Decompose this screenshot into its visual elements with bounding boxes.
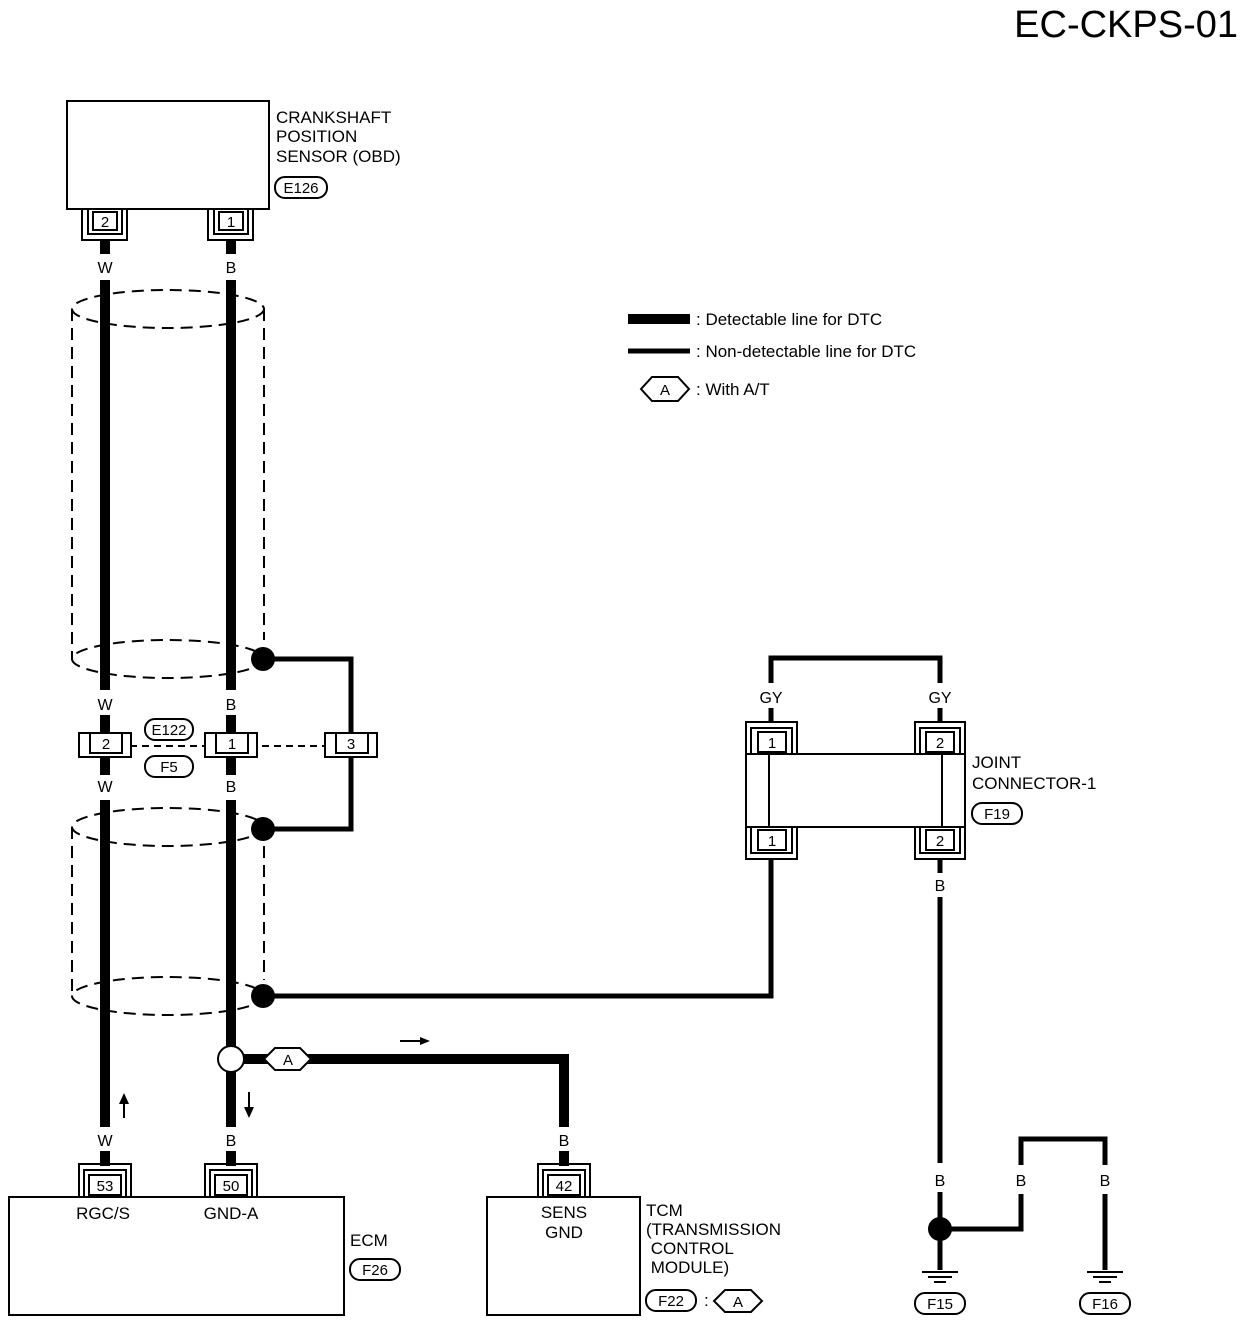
ground-id-f15: F15 xyxy=(914,1292,966,1315)
wire-color-gy-1: GY xyxy=(759,690,782,707)
wire-color-b-ground-3: B xyxy=(1100,1173,1111,1190)
sensor-pin-2: 2 xyxy=(81,209,128,241)
svg-text:F26: F26 xyxy=(362,1262,388,1279)
joint-label-line-1: JOINT xyxy=(972,753,1021,772)
svg-text:1: 1 xyxy=(227,214,235,231)
ground-link-wire xyxy=(1018,1136,1108,1165)
legend-with-at-label: : With A/T xyxy=(696,380,770,399)
ground-id-f16: F16 xyxy=(1079,1292,1131,1315)
wire-color-b-inline-bottom: B xyxy=(226,779,237,796)
wire-color-b-ground-1: B xyxy=(935,1173,946,1190)
legend-with-at-symbol: A xyxy=(639,376,691,402)
joint-connector-id: F19 xyxy=(971,802,1023,825)
ecm-pin-label-rgcs: RGC/S xyxy=(76,1204,130,1223)
tcm-pin-42: 42 xyxy=(537,1163,591,1197)
joint-pin-bottom-1: 1 xyxy=(768,833,776,850)
wire-color-b-joint: B xyxy=(935,878,946,895)
ecm-connector-id: F26 xyxy=(349,1258,401,1281)
svg-text:F16: F16 xyxy=(1092,1296,1118,1313)
wire-color-b-ground-2: B xyxy=(1016,1173,1027,1190)
tcm-label-line-2: (TRANSMISSION xyxy=(646,1220,781,1239)
ecm-box xyxy=(8,1196,345,1316)
shield-drain-wire-upper xyxy=(263,656,354,735)
ground-symbol-f15 xyxy=(922,1271,958,1283)
tcm-connector-id: F22 xyxy=(645,1289,697,1312)
svg-text:F19: F19 xyxy=(984,806,1010,823)
sensor-label-line-1: CRANKSHAFT xyxy=(276,108,391,127)
inline-pin-2: 2 xyxy=(102,736,110,753)
legend-non-detectable-label: : Non-detectable line for DTC xyxy=(696,342,916,361)
tcm-pin-label-1: SENS xyxy=(541,1203,587,1222)
tcm-box xyxy=(486,1196,641,1316)
tcm-connector-sep: : xyxy=(704,1291,709,1310)
joint-label-line-2: CONNECTOR-1 xyxy=(972,774,1096,793)
ecm-pin-label-gnda: GND-A xyxy=(204,1204,259,1223)
sensor-pin-1: 1 xyxy=(207,209,254,241)
svg-text:50: 50 xyxy=(223,1178,240,1195)
ecm-pin-53: 53 xyxy=(78,1163,132,1197)
svg-text:F5: F5 xyxy=(160,759,178,776)
crankshaft-position-sensor: CRANKSHAFT POSITION SENSOR (OBD) E126 xyxy=(66,100,401,210)
joint-connector: 1 2 1 2 xyxy=(745,721,966,860)
svg-text:A: A xyxy=(283,1052,293,1069)
arrow-right-icon xyxy=(400,1037,430,1045)
joint-pin-top-1: 1 xyxy=(768,735,776,752)
option-a-tag: A xyxy=(262,1047,313,1071)
tcm-option-a-tag: A xyxy=(712,1289,764,1313)
option-splice xyxy=(217,1045,245,1073)
inline-pin-3: 3 xyxy=(347,736,355,753)
legend-detectable-label: : Detectable line for DTC xyxy=(696,310,882,329)
sensor-label-line-3: SENSOR (OBD) xyxy=(276,147,401,166)
tcm-label-line-1: TCM xyxy=(646,1201,683,1220)
legend: : Detectable line for DTC : Non-detectab… xyxy=(628,310,916,402)
ecm-label: ECM xyxy=(350,1231,388,1250)
wire-color-b-ecm: B xyxy=(226,1133,237,1150)
shield-ground-wire xyxy=(263,859,774,999)
sensor-connector-id: E126 xyxy=(274,176,328,199)
joint-pin-bottom-2: 2 xyxy=(936,833,944,850)
ground-symbol-f16 xyxy=(1087,1271,1123,1283)
wire-color-b-top: B xyxy=(226,260,237,277)
svg-text:F15: F15 xyxy=(927,1296,953,1313)
inline-pin-1: 1 xyxy=(228,736,236,753)
arrow-down-icon xyxy=(244,1092,254,1118)
wire-color-gy-2: GY xyxy=(928,690,951,707)
svg-text:53: 53 xyxy=(97,1178,114,1195)
diagram-title: EC-CKPS-01 xyxy=(1014,4,1238,46)
wire-color-w-inline-bottom: W xyxy=(97,779,113,796)
svg-text:2: 2 xyxy=(101,214,109,231)
svg-text:A: A xyxy=(660,382,670,399)
connector-id-f5: F5 xyxy=(144,755,194,778)
wire-color-w-top: W xyxy=(97,260,113,277)
tcm-label-line-4: MODULE) xyxy=(646,1258,729,1277)
svg-text:E122: E122 xyxy=(151,722,186,739)
svg-text:42: 42 xyxy=(556,1178,573,1195)
svg-text:A: A xyxy=(733,1294,743,1311)
tcm-label-line-3: CONTROL xyxy=(646,1239,734,1258)
sensor-label-line-2: POSITION xyxy=(276,127,357,146)
joint-pin-top-2: 2 xyxy=(936,735,944,752)
tcm-pin-label-2: GND xyxy=(545,1223,583,1242)
wire-color-w-ecm: W xyxy=(97,1133,113,1150)
wire-color-w-inline-top: W xyxy=(97,697,113,714)
shield-ground-dot-2 xyxy=(251,817,275,841)
connector-id-e122: E122 xyxy=(144,718,194,741)
arrow-up-icon xyxy=(119,1093,129,1118)
ground-branch-wire xyxy=(940,1194,1024,1232)
joint-gy-loop xyxy=(768,655,943,683)
svg-text:F22: F22 xyxy=(658,1293,684,1310)
svg-text:E126: E126 xyxy=(283,180,318,197)
ecm-pin-50: 50 xyxy=(204,1163,258,1197)
wire-color-b-tcm: B xyxy=(559,1133,570,1150)
wire-color-b-inline-top: B xyxy=(226,697,237,714)
shield-drain-wire-lower xyxy=(263,757,354,832)
